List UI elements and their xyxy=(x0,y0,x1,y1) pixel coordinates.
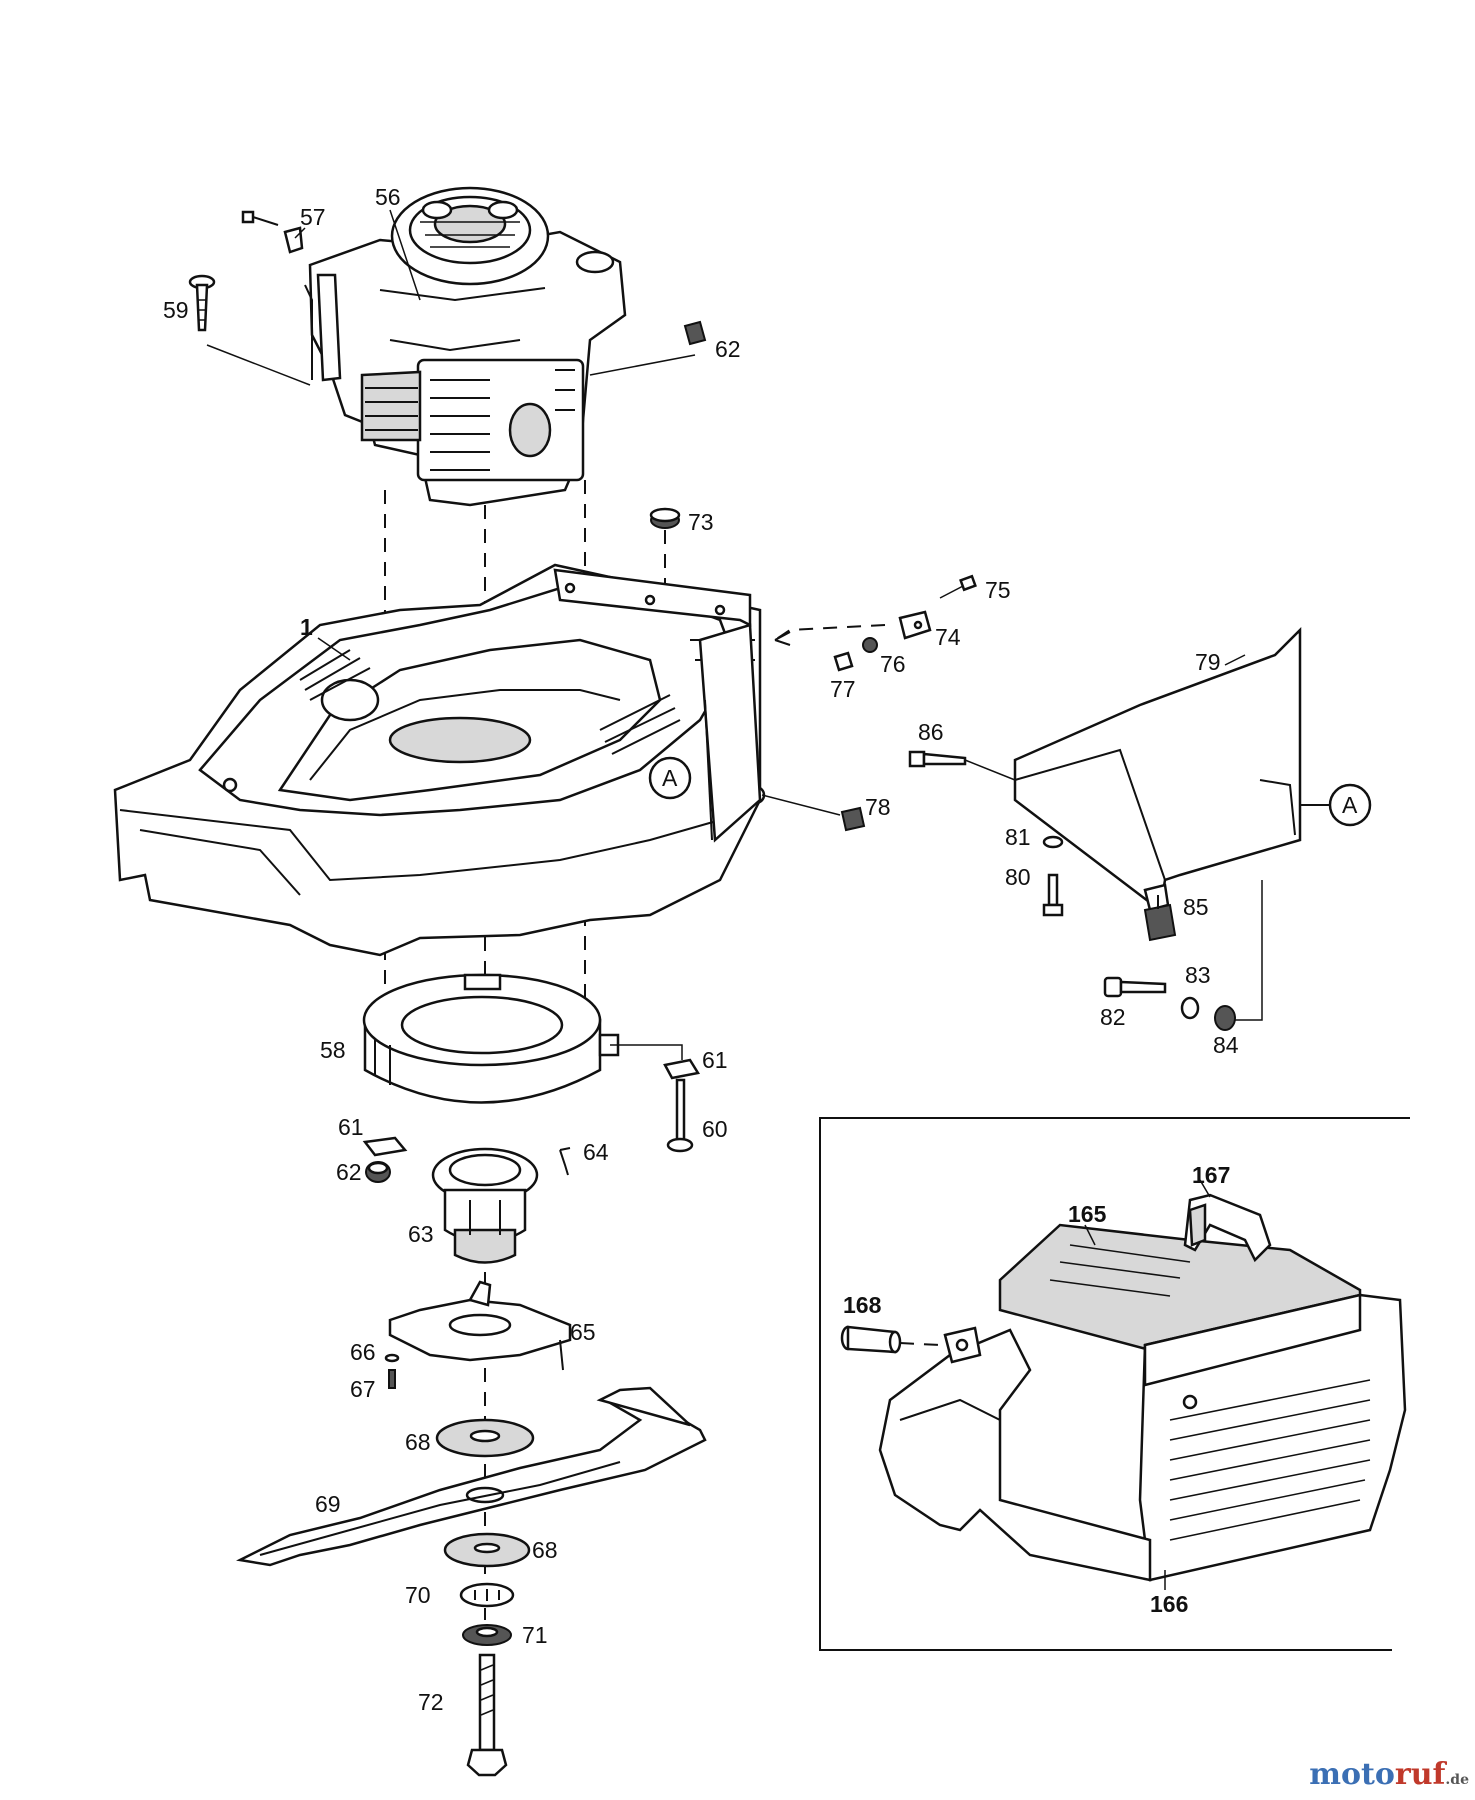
label-63: 63 xyxy=(408,1221,434,1247)
key-64 xyxy=(559,1147,571,1176)
label-85: 85 xyxy=(1183,894,1209,920)
label-82: 82 xyxy=(1100,1004,1126,1030)
label-61b: 61 xyxy=(702,1047,728,1073)
leader-62 xyxy=(589,354,696,376)
watermark-logo: motoruf.de xyxy=(1309,1757,1469,1792)
leader-167 xyxy=(1199,1179,1211,1198)
label-68b: 68 xyxy=(532,1537,558,1563)
screw-57 xyxy=(241,210,304,254)
reference-marker-a-deck xyxy=(648,756,692,800)
screw-66-67 xyxy=(384,1353,400,1389)
inset-frame xyxy=(819,1117,1410,1651)
grass-catcher xyxy=(878,1193,1407,1582)
label-166: 166 xyxy=(1150,1591,1188,1617)
leader-57 xyxy=(294,227,306,239)
leader-79 xyxy=(1224,654,1246,666)
label-74: 74 xyxy=(935,624,961,650)
label-64: 64 xyxy=(583,1139,609,1165)
shim-61-left xyxy=(362,1136,408,1157)
label-61a: 61 xyxy=(338,1114,364,1140)
marker-a-deck-text: A xyxy=(662,765,678,791)
label-58: 58 xyxy=(320,1037,346,1063)
leader-165 xyxy=(1084,1224,1096,1246)
nut-62-top xyxy=(683,320,707,346)
label-57: 57 xyxy=(300,204,326,230)
label-56: 56 xyxy=(375,184,401,210)
watermark-moto: moto xyxy=(1309,1757,1395,1792)
label-66: 66 xyxy=(350,1339,376,1365)
engine xyxy=(304,186,627,507)
disc-68-top xyxy=(435,1418,535,1458)
leader-1 xyxy=(317,637,351,661)
hardware-82-84 xyxy=(1103,880,1263,1031)
label-81: 81 xyxy=(1005,824,1031,850)
label-77: 77 xyxy=(830,676,856,702)
label-84: 84 xyxy=(1213,1032,1239,1058)
label-165: 165 xyxy=(1068,1201,1107,1227)
blade-69 xyxy=(236,1386,707,1567)
label-78: 78 xyxy=(865,794,891,820)
hub-63 xyxy=(431,1147,539,1264)
bolt-72 xyxy=(466,1653,508,1777)
label-79: 79 xyxy=(1195,649,1221,675)
label-80: 80 xyxy=(1005,864,1031,890)
leader-56 xyxy=(389,209,421,301)
nut-73 xyxy=(649,507,681,529)
leader-59 xyxy=(206,344,311,386)
label-69: 69 xyxy=(315,1491,341,1517)
label-75: 75 xyxy=(985,577,1011,603)
watermark-ruf: ruf xyxy=(1394,1757,1446,1792)
nut-62-bottom xyxy=(365,1161,391,1183)
label-86: 86 xyxy=(918,719,944,745)
pin-168 xyxy=(840,1325,941,1354)
hardware-74-77 xyxy=(774,574,977,672)
bolt-59 xyxy=(188,274,216,332)
label-1: 1 xyxy=(300,614,313,640)
label-76: 76 xyxy=(880,651,906,677)
label-72: 72 xyxy=(418,1689,444,1715)
washer-71 xyxy=(462,1624,512,1646)
label-83: 83 xyxy=(1185,962,1211,988)
rear-flap-79 xyxy=(1013,626,1372,913)
label-67: 67 xyxy=(350,1376,376,1402)
label-62a: 62 xyxy=(715,336,741,362)
label-60: 60 xyxy=(702,1116,728,1142)
leader-61-right xyxy=(610,1044,683,1060)
clip-nut-85 xyxy=(1143,895,1177,942)
disc-68-bottom xyxy=(443,1532,531,1568)
label-168: 168 xyxy=(843,1292,882,1318)
label-59: 59 xyxy=(163,297,189,323)
label-71: 71 xyxy=(522,1622,548,1648)
label-62b: 62 xyxy=(336,1159,362,1185)
shim-61-right xyxy=(663,1058,701,1080)
mounting-ring-58 xyxy=(362,973,620,1104)
watermark-tld: .de xyxy=(1445,1772,1469,1788)
bolt-86 xyxy=(908,750,1016,781)
marker-a-flap-text: A xyxy=(1342,792,1358,818)
washer-70 xyxy=(459,1582,515,1608)
label-65: 65 xyxy=(570,1319,596,1345)
label-167: 167 xyxy=(1192,1162,1230,1188)
label-68a: 68 xyxy=(405,1429,431,1455)
bolt-60 xyxy=(666,1078,694,1153)
nut-78 xyxy=(761,794,866,832)
label-70: 70 xyxy=(405,1582,431,1608)
label-73: 73 xyxy=(688,509,714,535)
washer-81-screw-80 xyxy=(1042,835,1064,917)
mower-deck xyxy=(113,563,766,957)
blade-adapter-65 xyxy=(388,1280,572,1371)
